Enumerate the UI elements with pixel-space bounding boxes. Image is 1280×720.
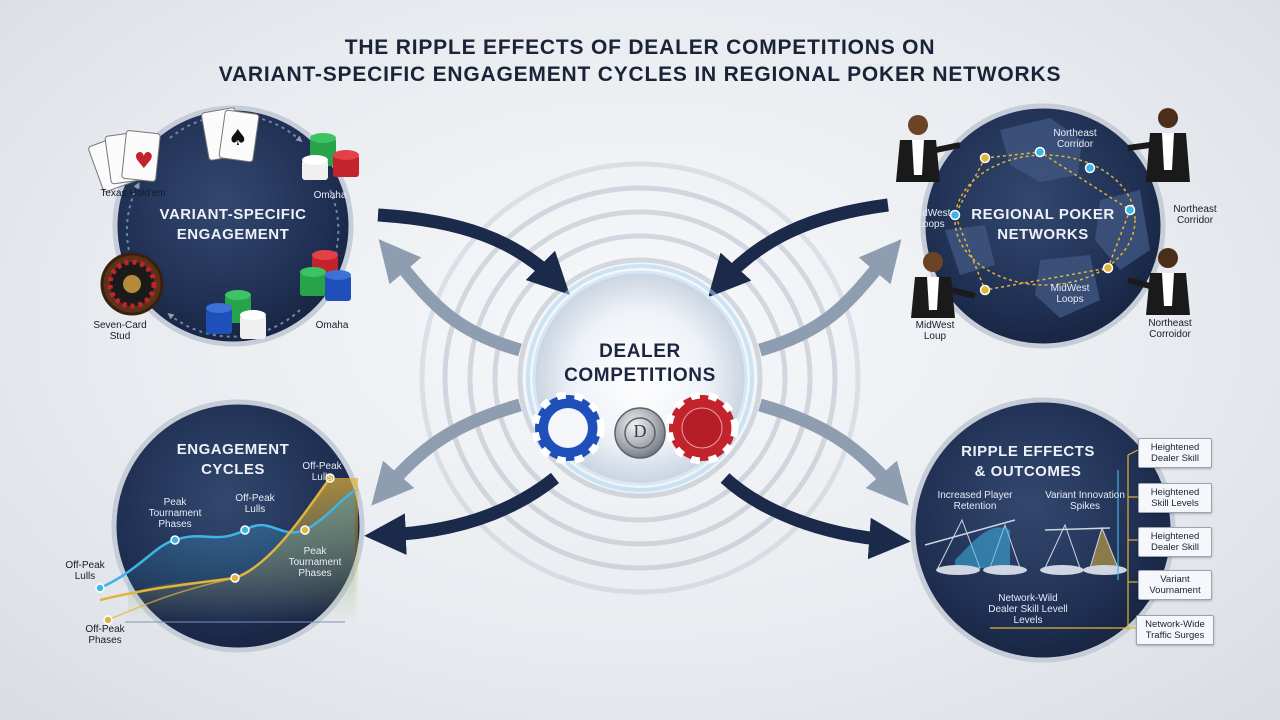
outcome-box-5: Network-Wide Traffic Surges bbox=[1136, 615, 1214, 645]
navy-connectors bbox=[364, 198, 911, 560]
ripple-title: RIPPLE EFFECTS & OUTCOMES bbox=[961, 443, 1095, 480]
grey-connectors bbox=[371, 239, 909, 506]
dealer-figure-icon bbox=[896, 115, 961, 182]
cycles-label-offpeak-outer: Off-Peak Lulls bbox=[65, 560, 105, 582]
chip-letter: D bbox=[633, 421, 647, 441]
dealer-figure-icon bbox=[1127, 108, 1190, 182]
silver-chip-icon bbox=[614, 407, 666, 459]
cycles-label-offpeak-mid: Off-Peak Lulls bbox=[235, 493, 275, 515]
ripple-label-innovation: Variant Innovation Spikes bbox=[1045, 490, 1125, 512]
outcome-connectors bbox=[990, 449, 1139, 630]
variant-label-omaha-top: Omaha bbox=[313, 190, 347, 201]
center-title: DEALER COMPETITIONS bbox=[564, 341, 716, 386]
title-line-2: VARIANT-SPECIFIC ENGAGEMENT CYCLES IN RE… bbox=[218, 63, 1062, 86]
outcome-box-4: Variant Vournament bbox=[1138, 570, 1212, 600]
ripple-label-retention: Increased Player Retention bbox=[937, 490, 1013, 512]
red-chip-icon bbox=[665, 391, 739, 465]
dealer-figure-icon bbox=[911, 252, 976, 318]
cycles-label-peak-left: Peak Tournament Phases bbox=[148, 497, 202, 530]
outcome-box-1: Heightened Dealer Skill bbox=[1138, 438, 1212, 468]
outcome-box-3: Heightened Dealer Skill bbox=[1138, 527, 1212, 557]
blue-chip-icon bbox=[531, 391, 605, 465]
dealer-figure-icon bbox=[1127, 248, 1190, 315]
title-line-1: THE RIPPLE EFFECTS OF DEALER COMPETITION… bbox=[344, 36, 936, 59]
roulette-wheel-icon bbox=[100, 252, 164, 316]
ripple-rings bbox=[419, 161, 861, 595]
cycle-chart bbox=[95, 473, 358, 625]
balance-scale-icon bbox=[1040, 523, 1127, 575]
regional-label-midwest-bottom: MidWest Loup bbox=[915, 320, 955, 342]
outcome-box-2: Heightened Skill Levels bbox=[1138, 483, 1212, 513]
variant-title: VARIANT-SPECIFIC ENGAGEMENT bbox=[159, 206, 307, 243]
regional-label-northeast-bottom: Northeast Corroidor bbox=[1148, 318, 1192, 340]
regional-label-northeast-right: Northeast Corridor bbox=[1173, 204, 1217, 226]
svg-text:♥: ♥ bbox=[134, 149, 154, 174]
cycles-label-offpeak-bottom: Off-Peak Phases bbox=[85, 624, 125, 646]
variant-label-omaha-bottom: Omaha bbox=[315, 320, 349, 331]
playing-cards-icon: ♥ ♠ bbox=[88, 107, 260, 193]
variant-label-texas: Texas Hold'em bbox=[100, 188, 166, 199]
network-nodes bbox=[949, 146, 1136, 296]
regional-label-northeast-top: Northeast Corridor bbox=[1053, 128, 1097, 150]
svg-text:♠: ♠ bbox=[228, 126, 248, 151]
regional-label-midwest-inner: MidWest Loops bbox=[1050, 283, 1090, 305]
chip-stack-icon bbox=[206, 290, 266, 339]
chip-stack-icon bbox=[300, 250, 351, 301]
cycles-label-offpeak-top: Off-Peak Lulls bbox=[302, 461, 342, 483]
ripple-label-dealer-skill: Network-Wild Dealer Skill Levell Levels bbox=[988, 593, 1068, 626]
regional-label-midwest-left: MidWest Loops bbox=[911, 208, 951, 230]
variant-label-stud: Seven-Card Stud bbox=[93, 320, 147, 342]
balance-scale-icon bbox=[924, 518, 1027, 575]
chip-stack-icon bbox=[302, 133, 359, 180]
page-title: THE RIPPLE EFFECTS OF DEALER COMPETITION… bbox=[140, 34, 1140, 88]
regional-title: REGIONAL POKER NETWORKS bbox=[971, 206, 1115, 243]
cycles-label-peak-right: Peak Tournament Phases bbox=[288, 546, 342, 579]
cycles-title: ENGAGEMENT CYCLES bbox=[176, 441, 290, 478]
